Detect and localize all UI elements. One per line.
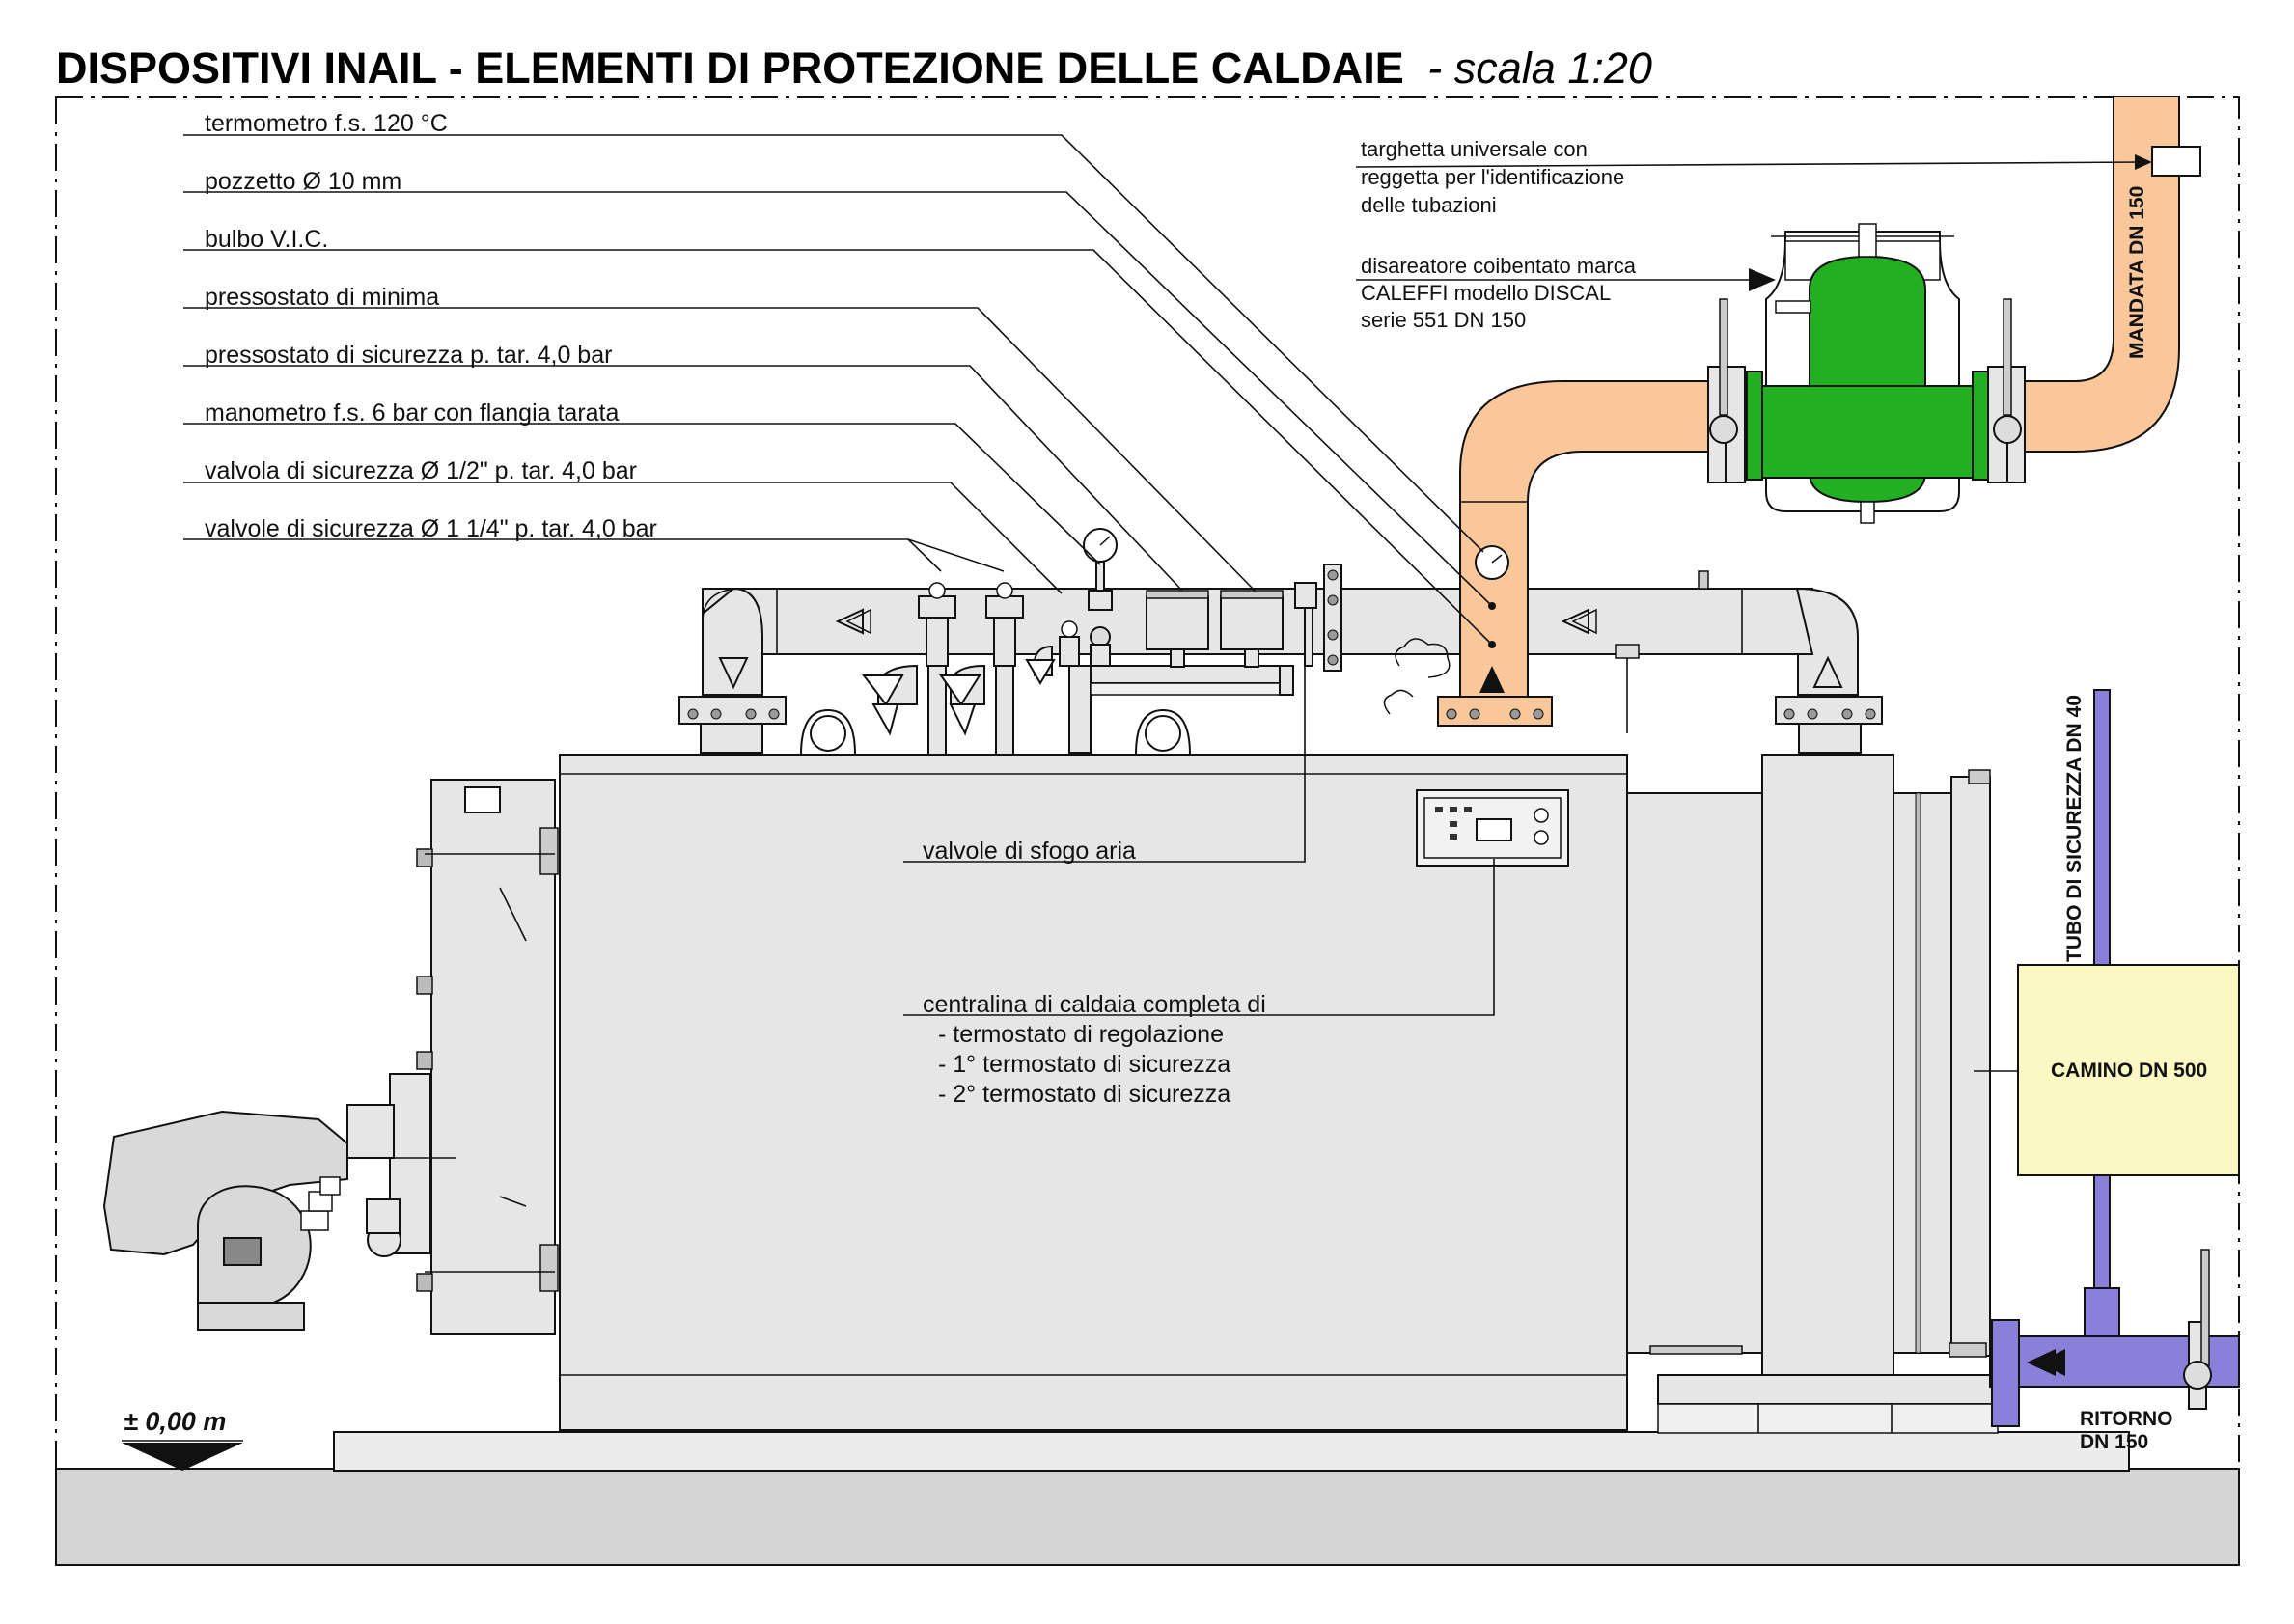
ground-floor: [55, 1468, 2240, 1566]
label-tag-line2: reggetta per l'identificazione: [1361, 165, 1624, 189]
right-flange: [1775, 696, 1883, 725]
control-display: [1476, 818, 1512, 841]
label-control-item-1: - termostato di regolazione: [938, 1021, 1224, 1048]
lifting-lug: [1145, 715, 1181, 752]
level-marker: ± 0,00 m: [122, 1407, 243, 1471]
label-deaerator-line3: serie 551 DN 150: [1361, 308, 1526, 332]
label-return-line1: RITORNO: [2080, 1408, 2172, 1430]
label-control-item-3: - 2° termostato di sicurezza: [938, 1081, 1230, 1108]
title-scale: - scala 1:20: [1427, 43, 1652, 93]
label-safety-pressure-switch: pressostato di sicurezza p. tar. 4,0 bar: [205, 342, 612, 369]
pointer-arrow-icon: [1749, 268, 1776, 291]
vertical-flange: [1323, 564, 1342, 672]
label-deaerator-line2: CALEFFI modello DISCAL: [1361, 281, 1611, 305]
boiler-front-door: [430, 779, 556, 1335]
safety-valve: [993, 617, 1016, 667]
rear-support: [1657, 1374, 1999, 1405]
flow-arrow-left-icon: [1561, 608, 1589, 635]
deaerator: [1707, 223, 2026, 524]
label-safety-pipe: TUBO DI SICUREZZA DN 40: [2063, 695, 2086, 962]
label-tag-line1: targhetta universale con: [1361, 137, 1588, 161]
smoke-box: [1761, 754, 1894, 1376]
label-chimney: CAMINO DN 500: [2051, 1060, 2207, 1082]
label-control-item-2: - 1° termostato di sicurezza: [938, 1051, 1230, 1078]
right-labels: targhetta universale con reggetta per l'…: [1361, 137, 1637, 332]
control-knob-icon: [1534, 830, 1549, 845]
supply-riser: [1989, 96, 2180, 453]
label-min-pressure-switch: pressostato di minima: [205, 284, 439, 311]
door-sight-glass: [464, 786, 501, 813]
label-safety-valves: valvole di sicurezza Ø 1 1/4" p. tar. 4,…: [205, 515, 657, 542]
diagram-title: DISPOSITIVI INAIL - ELEMENTI DI PROTEZIO…: [56, 43, 1652, 93]
leader-lines: [183, 134, 2152, 1016]
control-knob-icon: [1534, 808, 1549, 823]
lifting-lug: [810, 715, 846, 752]
safety-valves: [861, 528, 1342, 756]
label-bulb: bulbo V.I.C.: [205, 226, 328, 253]
smoke-box-cover: [1893, 792, 1952, 1354]
deaerator-vent: [1858, 223, 1877, 258]
air-vent: [1294, 582, 1317, 609]
flange-bolts: [687, 708, 1876, 720]
rear-section: [1626, 792, 1763, 1354]
flow-arrow-up-icon: [1479, 666, 1505, 693]
label-manometer: manometro f.s. 6 bar con flangia tarata: [205, 399, 619, 427]
safety-valve-small: [1059, 636, 1080, 667]
burner: [102, 1073, 456, 1331]
label-deaerator-line1: disareatore coibentato marca: [1361, 254, 1637, 278]
safety-valve: [926, 617, 949, 667]
rear-flange: [1950, 776, 1991, 1357]
flow-arrow-down-icon: [718, 657, 749, 690]
label-safety-valve-half: valvola di sicurezza Ø 1/2" p. tar. 4,0 …: [205, 457, 637, 484]
title-main: DISPOSITIVI INAIL - ELEMENTI DI PROTEZIO…: [56, 43, 1404, 93]
label-thermometer: termometro f.s. 120 °C: [205, 110, 448, 137]
level-arrow-icon: [122, 1443, 243, 1471]
label-supply-pipe: MANDATA DN 150: [2126, 186, 2148, 359]
supply-pipe: [1383, 96, 2201, 727]
chimney: [2017, 964, 2240, 1176]
flow-arrow-up-icon: [1812, 655, 1843, 688]
label-well: pozzetto Ø 10 mm: [205, 168, 401, 195]
pressure-switch-min: [1146, 595, 1209, 650]
concrete-base: [333, 1431, 2130, 1472]
left-labels: termometro f.s. 120 °C pozzetto Ø 10 mm …: [205, 110, 657, 542]
pressure-switch-safety: [1220, 595, 1284, 650]
boiler: [416, 754, 1999, 1434]
flow-arrow-left-icon: [835, 608, 864, 635]
label-tag-line3: delle tubazioni: [1361, 193, 1497, 217]
label-control-unit: centralina di caldaia completa di: [923, 991, 1266, 1018]
pipe-tag: [2151, 146, 2201, 177]
deaerator-connections: [1755, 385, 1979, 479]
label-return-line2: DN 150: [2080, 1431, 2148, 1453]
control-unit-labels: centralina di caldaia completa di - term…: [923, 991, 1266, 1108]
boiler-shell: [559, 754, 1628, 1431]
level-label: ± 0,00 m: [124, 1407, 226, 1436]
return-flange: [1991, 1319, 2020, 1427]
supply-flange: [1437, 696, 1553, 727]
label-air-vents: valvole di sfogo aria: [923, 838, 1136, 865]
